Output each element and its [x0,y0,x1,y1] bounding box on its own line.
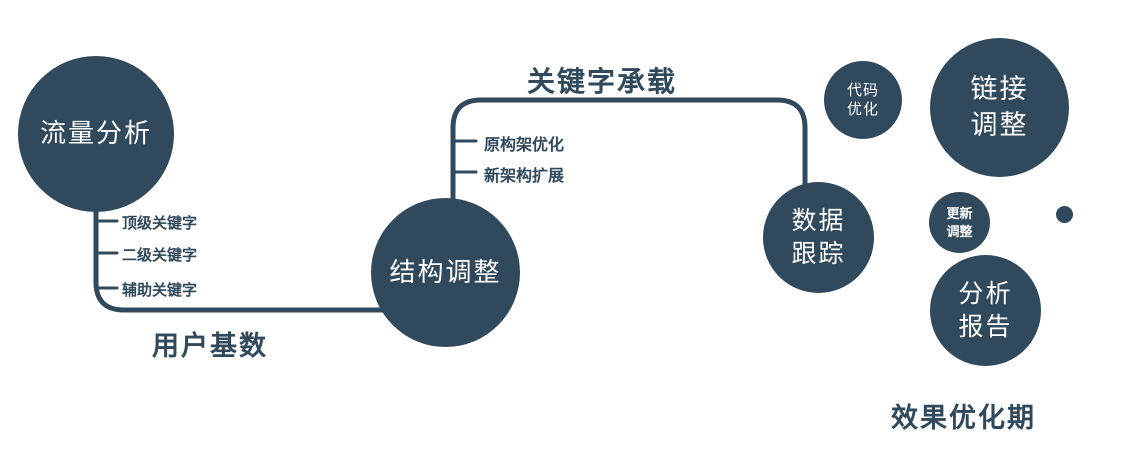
caption-effect-optimization-period: 效果优化期 [891,403,1036,433]
node-tracking-line1: 数据 [791,207,846,235]
node-code-line1: 代码 [846,81,879,99]
node-report-line1: 分析 [958,280,1013,308]
node-update-line2: 调整 [946,223,973,239]
node-link-adjustment: 链接 调整 [930,38,1069,177]
node-code-line2: 优化 [846,101,879,118]
edge-label-user-base: 用户基数 [152,331,268,361]
branch-label-new-architecture: 新架构扩展 [484,168,565,185]
node-data-tracking: 数据 跟踪 [763,182,874,293]
node-code-optimization: 代码 优化 [824,61,902,139]
node-tracking-line2: 跟踪 [791,239,846,268]
node-traffic-label: 流量分析 [39,118,152,149]
edge-label-keyword-carrying: 关键字承载 [527,66,678,97]
dot-marker [1056,206,1073,223]
branch-label-aux-keywords: 辅助关键字 [122,282,198,299]
branch-label-second-keywords: 二级关键字 [122,247,198,264]
node-report-line2: 报告 [958,312,1013,341]
path-structure-to-tracking [450,97,808,215]
node-structure-label: 结构调整 [389,256,502,287]
branch-label-top-keywords: 顶级关键字 [122,215,198,232]
node-update-adjustment: 更新 调整 [929,192,990,253]
node-analysis-report: 分析 报告 [930,255,1041,366]
path-traffic-to-structure [93,197,393,313]
node-link-line1: 链接 [970,74,1029,105]
node-update-line1: 更新 [946,205,973,221]
node-structure-adjustment: 结构调整 [371,198,520,347]
node-traffic-analysis: 流量分析 [18,56,174,212]
branch-label-original-architecture: 原构架优化 [484,137,565,154]
node-link-line2: 调整 [970,109,1029,140]
